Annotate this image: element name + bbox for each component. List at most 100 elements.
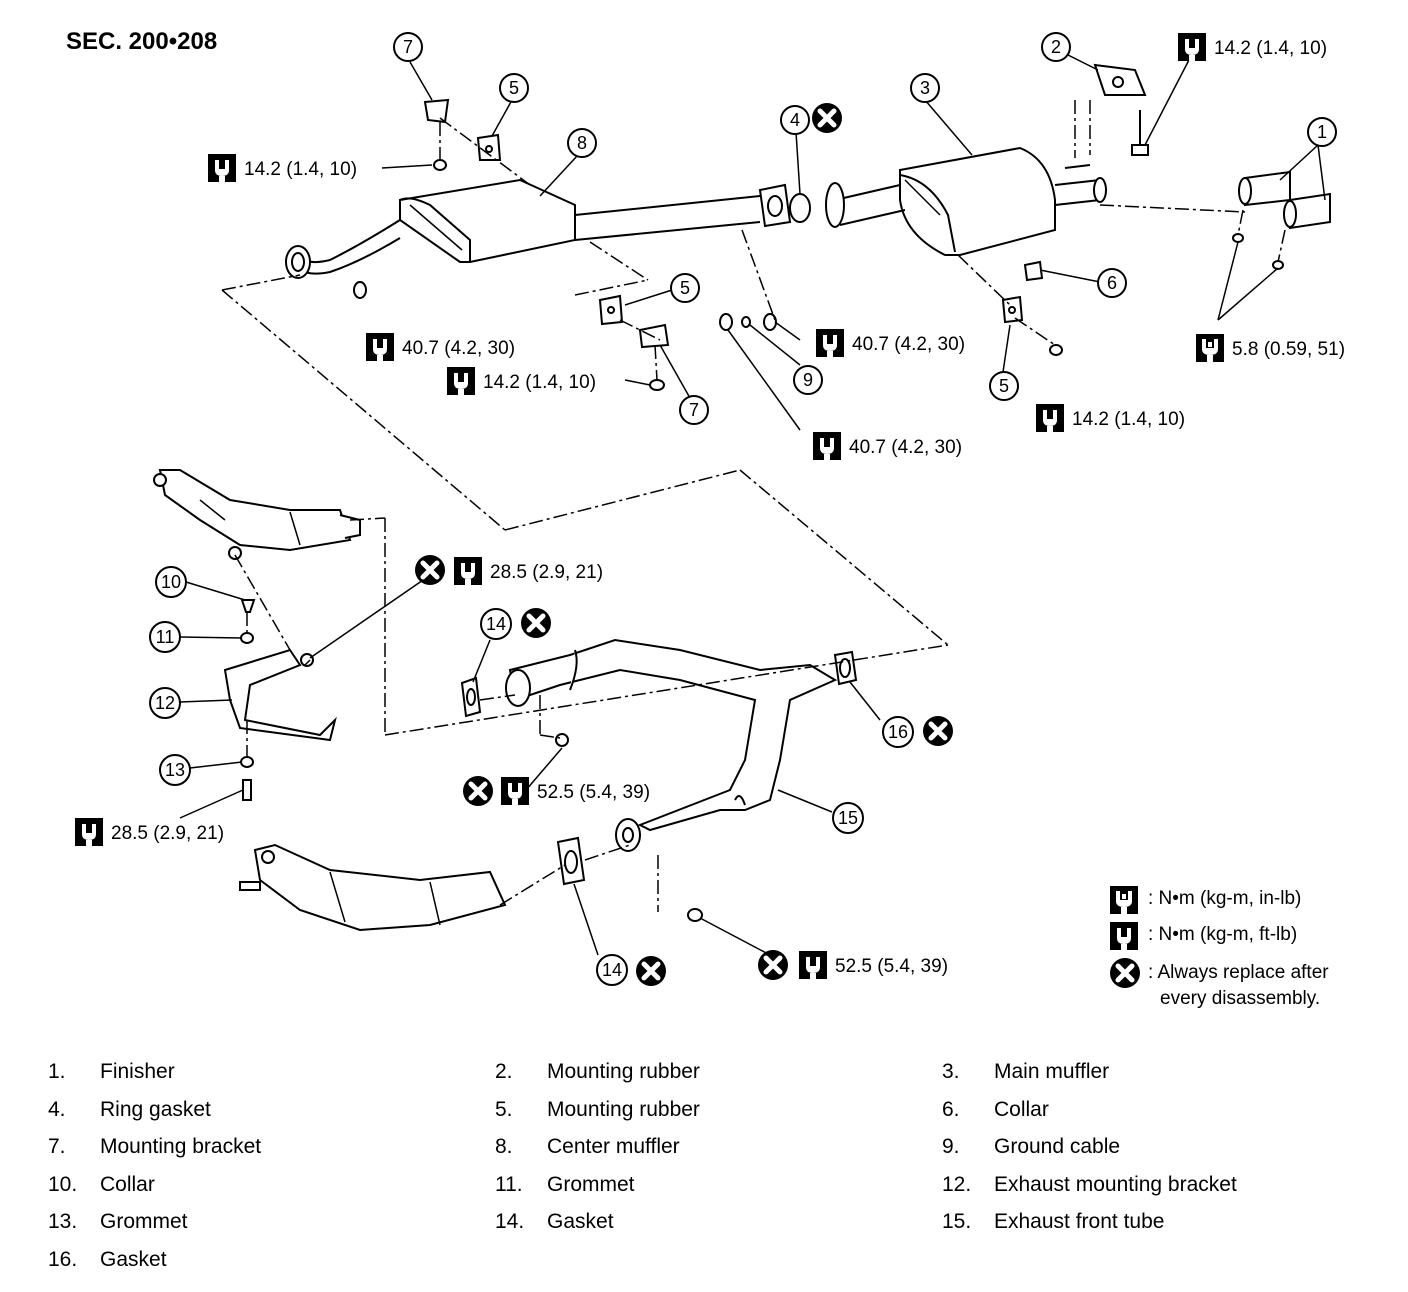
callout-7b: 7 [679,395,709,425]
wrench-icon [1196,334,1224,362]
callout-5b: 5 [670,273,700,303]
part-name: Ground cable [994,1135,1121,1158]
wrench-icon [454,557,482,585]
torque-specs: 14.2 (1.4, 10) 14.2 (1.4, 10) 40.7 (4.2,… [75,33,1345,979]
callout-5a: 5 [499,73,529,103]
part-number: 2. [495,1060,513,1083]
lower-dash-lines [234,517,949,912]
callout-9: 9 [793,365,823,395]
svg-text:5.8 (0.59, 51): 5.8 (0.59, 51) [1232,339,1345,360]
part-number: 14. [495,1210,525,1233]
svg-text:40.7 (4.2, 30): 40.7 (4.2, 30) [852,334,965,355]
svg-text:40.7 (4.2, 30): 40.7 (4.2, 30) [849,437,962,458]
svg-text:6: 6 [1107,273,1117,293]
svg-text:16: 16 [888,722,908,742]
svg-text:2: 2 [1051,37,1061,57]
part-number: 6. [942,1097,960,1121]
part-name: Mounting rubber [547,1060,700,1083]
replace-icon [758,950,788,980]
replace-icon [923,716,953,746]
svg-text:40.7 (4.2, 30): 40.7 (4.2, 30) [402,338,515,359]
wrench-icon [75,818,103,846]
part-number: 5. [495,1097,513,1121]
svg-text:14.2 (1.4, 10): 14.2 (1.4, 10) [483,372,596,393]
callout-4: 4 [780,105,810,135]
svg-text:14.2 (1.4, 10): 14.2 (1.4, 10) [244,159,357,180]
part-number: 10. [48,1172,78,1196]
svg-text:12: 12 [155,693,175,713]
svg-text:1: 1 [1317,122,1327,142]
callout-14b: 14 [596,954,628,986]
replace-icon [812,103,842,133]
svg-text:7: 7 [403,37,413,57]
svg-text:11: 11 [156,627,175,647]
svg-text:15: 15 [838,808,858,828]
part-number: 1. [48,1060,66,1083]
replace-icon [463,776,493,806]
finisher [1238,170,1331,230]
svg-text:14.2 (1.4, 10): 14.2 (1.4, 10) [1072,409,1185,430]
part-name: Collar [994,1097,1049,1121]
wrench-icon [1036,404,1064,432]
center-muffler [285,178,792,279]
bolt [1131,110,1149,156]
svg-text:4: 4 [790,110,800,130]
callout-11: 11 [149,621,181,653]
svg-text:52.5 (5.4, 39): 52.5 (5.4, 39) [835,956,948,977]
part-name: Gasket [547,1210,614,1233]
svg-text:13: 13 [165,760,185,780]
part-number: 15. [942,1210,972,1233]
svg-text:28.5 (2.9, 21): 28.5 (2.9, 21) [490,562,603,583]
part-number: 16. [48,1247,78,1271]
callouts: 1 2 3 4 5 5 5 6 7 7 8 9 10 11 12 13 14 1… [149,32,1337,986]
part-name: Mounting bracket [100,1135,262,1158]
replace-icon [1110,958,1140,988]
svg-text:9: 9 [803,370,813,390]
wrench-icon [1178,33,1206,61]
lower-fasteners [240,599,703,922]
part-name: Main muffler [994,1060,1110,1083]
svg-text:5: 5 [999,376,1009,396]
legend-ft-lb-text: : N•m (kg-m, ft-lb) [1148,924,1298,945]
section-title: SEC. 200•208 [66,28,218,55]
legend-in-lb-text: : N•m (kg-m, in-lb) [1148,888,1302,909]
svg-text:52.5 (5.4, 39): 52.5 (5.4, 39) [537,782,650,803]
part-name: Collar [100,1172,155,1196]
lower-leader-lines [179,577,881,956]
callout-13: 13 [159,754,191,786]
callout-6: 6 [1097,268,1127,298]
part-name: Exhaust front tube [994,1210,1165,1233]
svg-text:14: 14 [486,614,506,634]
part-number: 13. [48,1210,78,1233]
wrench-icon [366,333,394,361]
part-name: Exhaust mounting bracket [994,1172,1237,1196]
callout-14a: 14 [480,608,512,640]
gaskets [460,650,858,886]
svg-text:10: 10 [161,572,181,592]
wrench-icon [799,951,827,979]
replace-icon [521,608,551,638]
callout-10: 10 [155,566,187,598]
small-fasteners [353,98,1284,391]
svg-text:14.2 (1.4, 10): 14.2 (1.4, 10) [1214,38,1327,59]
wrench-icon [501,777,529,805]
callout-12: 12 [149,687,181,719]
exhaust-front-tube [505,638,838,852]
svg-text:5: 5 [680,278,690,298]
part-number: 3. [942,1060,960,1083]
callout-2: 2 [1041,32,1071,62]
part-name: Gasket [100,1247,167,1271]
legend-replace-line2: every disassembly. [1160,988,1321,1009]
part-name: Grommet [547,1172,635,1196]
svg-text:28.5 (2.9, 21): 28.5 (2.9, 21) [111,823,224,844]
wrench-in-lb-icon [1110,886,1138,914]
dash-dot-lines [221,100,1286,646]
wrench-icon [813,432,841,460]
callout-3: 3 [910,73,940,103]
part-name: Grommet [100,1210,188,1233]
callout-15: 15 [832,802,864,834]
callout-7a: 7 [393,32,423,62]
wrench-ft-lb-icon [1110,922,1138,950]
leader-lines [381,54,1326,431]
part-name: Mounting rubber [547,1097,700,1121]
